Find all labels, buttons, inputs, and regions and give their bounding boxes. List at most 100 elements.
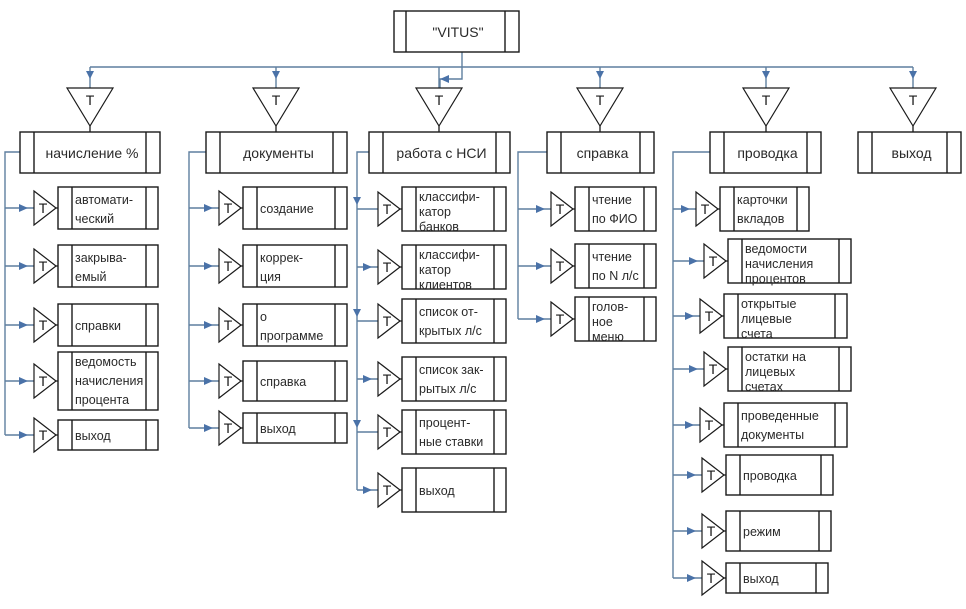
menu-box-posting[interactable]: проводка — [709, 131, 822, 174]
item-box[interactable] — [725, 562, 829, 594]
box-outline — [723, 402, 848, 448]
box-outline — [57, 419, 159, 451]
root-label: "VITUS" — [432, 24, 483, 40]
transition-triangle — [251, 87, 301, 128]
menu-box-accrual[interactable]: начисление % — [19, 131, 161, 174]
root-box[interactable] — [393, 10, 520, 53]
submenu-trunk-line — [517, 151, 547, 319]
item-box[interactable] — [727, 238, 852, 284]
box-outline — [57, 303, 159, 347]
item-box[interactable] — [401, 186, 507, 232]
item-box[interactable] — [57, 303, 159, 347]
transition-triangle — [701, 512, 725, 550]
item-transition: T — [377, 360, 401, 398]
node-label-line: ные ставки — [419, 435, 483, 449]
item-box[interactable] — [725, 510, 832, 552]
menu-transition-nsi: T — [414, 87, 464, 128]
menu-box-help[interactable]: справка — [546, 131, 655, 174]
item-box[interactable] — [574, 186, 657, 232]
box-outline — [242, 412, 348, 444]
arrow-right-icon — [204, 204, 213, 212]
item-box[interactable] — [725, 454, 834, 496]
box-outline — [242, 360, 348, 402]
box-outline — [723, 293, 848, 339]
item-box[interactable] — [57, 244, 159, 288]
item-box[interactable] — [242, 186, 348, 230]
item-box[interactable] — [574, 243, 657, 289]
transition-triangle — [888, 87, 938, 128]
node-label-line: выход — [743, 572, 779, 586]
item-box[interactable] — [723, 402, 848, 448]
root-node[interactable]: "VITUS" — [393, 10, 520, 53]
menu-box-nsi[interactable]: работа с НСИ — [368, 131, 511, 174]
item-transition: T — [377, 413, 401, 451]
item-box[interactable] — [401, 409, 507, 455]
arrow-down-icon — [909, 71, 917, 79]
arrow-down-icon — [762, 71, 770, 79]
node-label-line: классифи- — [419, 190, 480, 204]
item-box[interactable] — [242, 360, 348, 402]
node-label-line: ведомости — [745, 242, 807, 256]
menu-box-exit[interactable]: выход — [857, 131, 962, 174]
item-box[interactable] — [719, 186, 810, 232]
transition-label: T — [762, 92, 771, 108]
transition-label: T — [709, 253, 718, 269]
item-box[interactable] — [727, 346, 852, 392]
menu-posting: TпроводкаTкарточкивкладовTведомостиначис… — [695, 87, 852, 597]
arrow-down-icon — [596, 71, 604, 79]
node-label-line: начисления — [745, 257, 813, 271]
box-outline — [401, 298, 507, 344]
item-box[interactable] — [242, 303, 348, 347]
item-box[interactable] — [242, 412, 348, 444]
node-label-line: по N л/с — [592, 269, 639, 283]
node-label-line: проводка — [743, 469, 797, 483]
arrow-right-icon — [19, 431, 28, 439]
transition-triangle — [377, 413, 401, 451]
item-box[interactable] — [57, 186, 159, 230]
item-box[interactable] — [57, 351, 159, 411]
menu-box-documents[interactable]: документы — [205, 131, 348, 174]
item-box[interactable] — [401, 298, 507, 344]
item-box[interactable] — [401, 356, 507, 402]
item-box[interactable] — [401, 244, 507, 290]
item-box[interactable] — [723, 293, 848, 339]
box-outline — [57, 351, 159, 411]
item-transition: T — [377, 248, 401, 286]
item-box[interactable] — [57, 419, 159, 451]
menu-label: работа с НСИ — [396, 145, 486, 161]
item-box[interactable] — [574, 296, 657, 342]
arrow-right-icon — [687, 574, 696, 582]
item-box[interactable] — [401, 467, 507, 513]
arrow-right-icon — [363, 486, 372, 494]
item-box[interactable] — [242, 244, 348, 288]
